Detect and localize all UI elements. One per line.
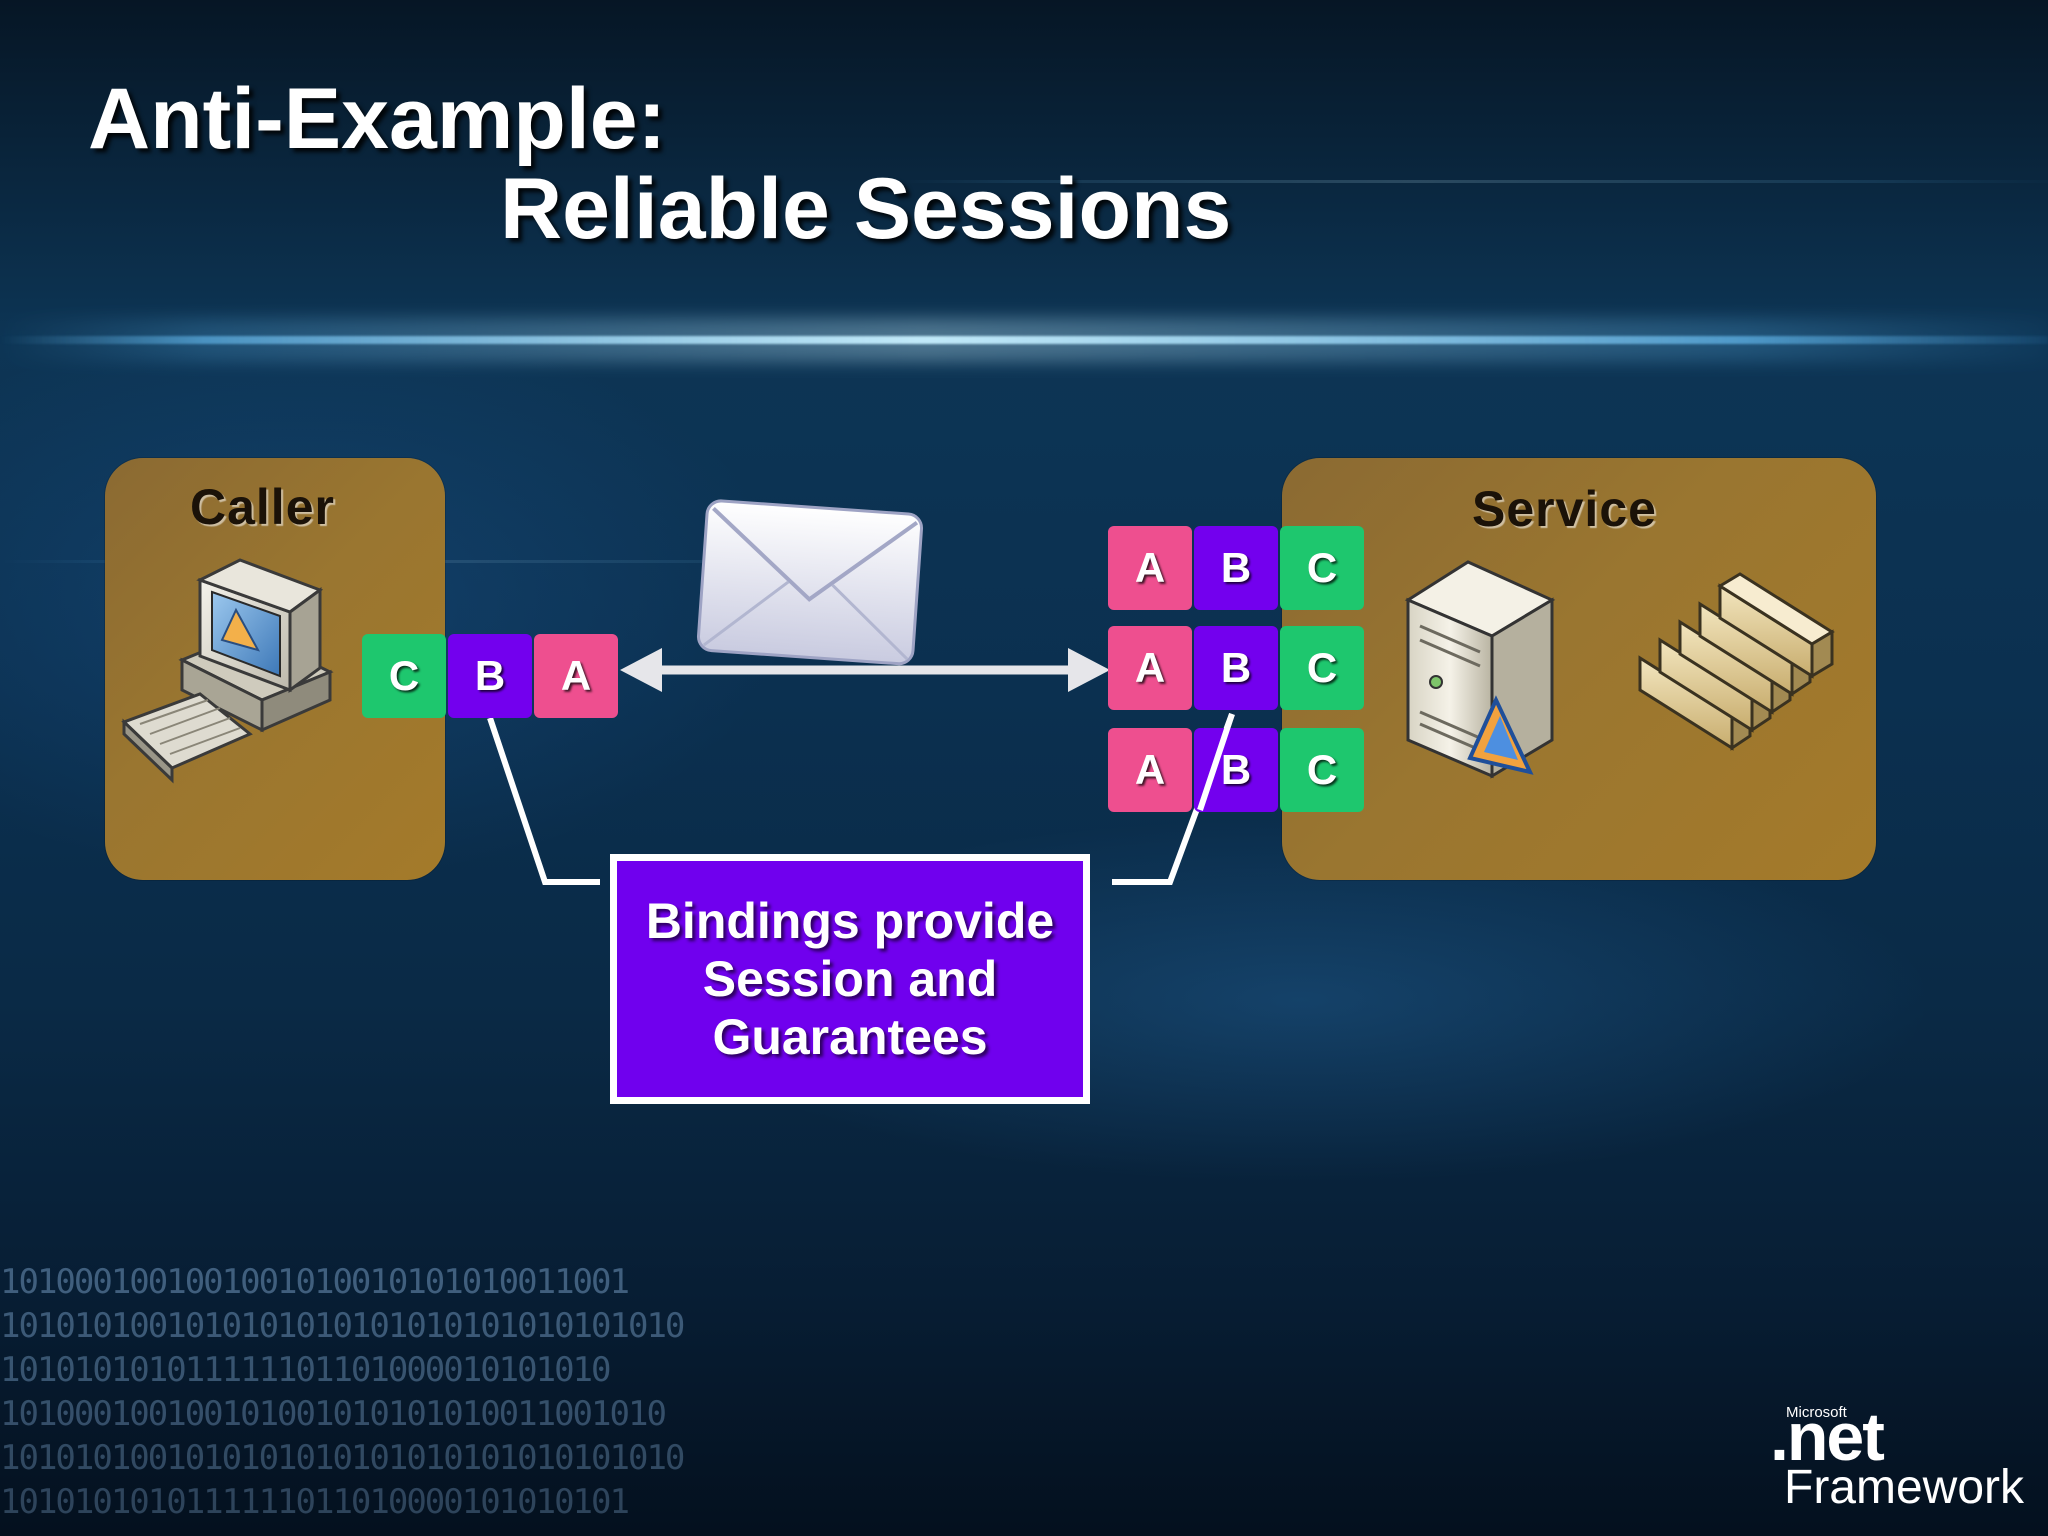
- binary-row: 1010101001010101010101010101010101010: [0, 1438, 685, 1478]
- binary-row: 1010101001010101010101010101010101010: [0, 1306, 685, 1346]
- service-message-b: B: [1194, 728, 1278, 812]
- slide-title-line2: Reliable Sessions: [500, 161, 1232, 257]
- service-label: Service: [1472, 481, 1657, 537]
- caller-message-a: A: [534, 634, 618, 718]
- envelope-icon: [696, 499, 924, 666]
- caller-message-c: C: [362, 634, 446, 718]
- binary-row: 101000100100101001010101010011001010: [0, 1394, 667, 1434]
- bindings-callout: Bindings provide Session and Guarantees: [610, 854, 1090, 1104]
- service-message-c: C: [1280, 526, 1364, 610]
- caller-label: Caller: [190, 479, 335, 535]
- service-message-b: B: [1194, 526, 1278, 610]
- service-message-b: B: [1194, 626, 1278, 710]
- light-streak-faint: [900, 180, 2048, 183]
- net-logo: .net: [1770, 1399, 1885, 1475]
- microsoft-wordmark: Microsoft: [1786, 1404, 1847, 1421]
- service-message-a: A: [1108, 728, 1192, 812]
- service-message-a: A: [1108, 526, 1192, 610]
- framework-wordmark: Framework: [1784, 1461, 2025, 1514]
- light-streak-faint: [0, 560, 900, 563]
- callout-connector-left: [487, 717, 600, 885]
- caller-message-b: B: [448, 634, 532, 718]
- bindings-callout-text: Bindings provide Session and Guarantees: [645, 893, 1055, 1065]
- binary-row: 1010101010111111011010000101010101: [0, 1482, 630, 1522]
- server-icon: [1404, 560, 1556, 779]
- light-streak: [0, 336, 2048, 344]
- folders-icon: [1638, 572, 1835, 751]
- slide-title-line1: Anti-Example:: [88, 71, 667, 167]
- double-arrow-icon: [620, 648, 1110, 692]
- service-message-c: C: [1280, 626, 1364, 710]
- service-message-a: A: [1108, 626, 1192, 710]
- binary-row: 101010101011111101101000010101010: [0, 1350, 612, 1390]
- desktop-computer-icon: [121, 558, 334, 784]
- service-message-c: C: [1280, 728, 1364, 812]
- binary-row: 1010001001001001010010101010011001: [0, 1262, 630, 1302]
